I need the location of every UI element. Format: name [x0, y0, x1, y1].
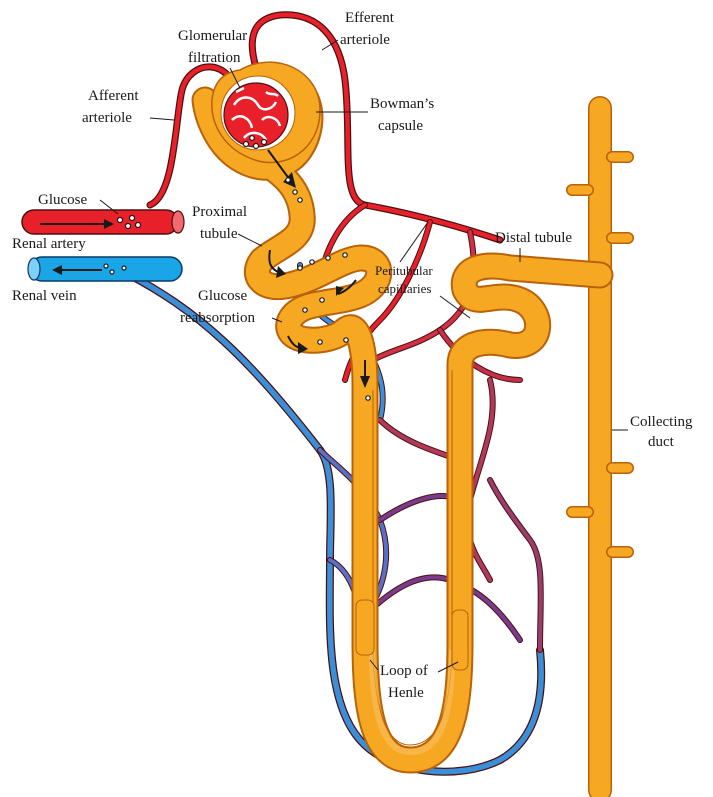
- label-afferent-arteriole: Afferent arteriole: [82, 88, 174, 126]
- label-glucose-text: Glucose: [38, 192, 87, 208]
- glomerulus: [224, 83, 288, 149]
- label-reabsorption-line1: Glucose: [198, 288, 247, 304]
- label-collecting-duct: Collecting duct: [612, 414, 693, 450]
- label-reabsorption-line2: reabsorption: [180, 310, 255, 326]
- renal-artery: [22, 210, 184, 234]
- label-proximal-line1: Proximal: [192, 204, 247, 220]
- label-efferent-line1: Efferent: [345, 10, 395, 26]
- label-efferent-line2: arteriole: [340, 32, 390, 48]
- label-afferent-line2: arteriole: [82, 110, 132, 126]
- label-loop-line1: Loop of: [380, 663, 428, 679]
- renal-vein: [28, 257, 182, 281]
- label-bowmans-line1: Bowman’s: [370, 96, 434, 112]
- label-renal-artery: Renal artery: [12, 236, 86, 252]
- label-renal-vein: Renal vein: [12, 288, 77, 304]
- label-collecting-line2: duct: [648, 434, 675, 450]
- label-bowmans-line2: capsule: [378, 118, 423, 134]
- label-glomerular-line2: filtration: [188, 50, 241, 66]
- label-glomerular-line1: Glomerular: [178, 28, 247, 44]
- label-peritubular-line1: Peritubular: [375, 263, 433, 278]
- label-peritubular-line2: capillaries: [378, 281, 431, 296]
- label-afferent-line1: Afferent: [88, 88, 139, 104]
- label-proximal-line2: tubule: [200, 226, 238, 242]
- collecting-duct: [572, 108, 628, 790]
- label-collecting-line1: Collecting: [630, 414, 693, 430]
- label-loop-line2: Henle: [388, 685, 424, 701]
- label-proximal-tubule: Proximal tubule: [192, 204, 262, 246]
- label-bowmans-capsule: Bowman’s capsule: [316, 96, 434, 134]
- label-distal-text: Distal tubule: [495, 230, 572, 246]
